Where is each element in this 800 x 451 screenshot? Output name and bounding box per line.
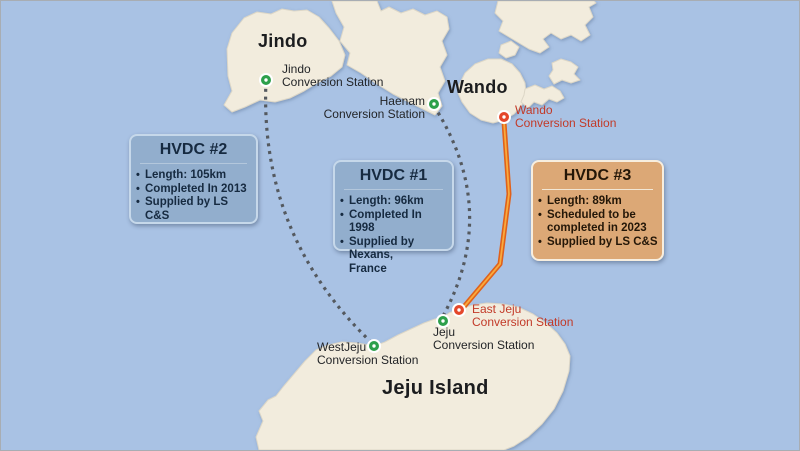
west-jeju-station-line2: Conversion Station — [317, 352, 419, 367]
west-jeju-station-marker — [367, 339, 381, 353]
hvdc1-bullet-length: Length: 96km — [340, 195, 449, 209]
jindo-island-label: Jindo — [258, 31, 308, 51]
hvdc2-bullet-length: Length: 105km — [136, 169, 253, 183]
east-jeju-station-line2: Conversion Station — [472, 314, 574, 329]
hvdc2-bullet-completed: Completed In 2013 — [136, 183, 253, 197]
hvdc2-bullet-supplier: Supplied by LS C&S — [136, 196, 253, 223]
hvdc3-title: HVDC #3 — [563, 167, 632, 184]
hvdc1-bullet-supplier: Supplied by Nexans, France — [340, 236, 449, 277]
hvdc1-title: HVDC #1 — [359, 167, 428, 184]
jeju-island-label: Jeju Island — [382, 377, 489, 399]
hvdc3-bullet-scheduled: Scheduled to be completed in 2023 — [538, 209, 659, 236]
islet-east-of-wando-1 — [548, 58, 581, 85]
jindo-station-marker — [259, 73, 273, 87]
jeju-station-line1: Jeju — [433, 325, 456, 339]
jeju-station-line2: Conversion Station — [433, 337, 535, 352]
hvdc1-bullet-completed: Completed In 1998 — [340, 209, 449, 236]
hvdc2-bullet-list: Length: 105km Completed In 2013 Supplied… — [136, 169, 253, 223]
islet-north-of-wando — [498, 40, 520, 59]
west-jeju-station-line1: WestJeju — [317, 340, 367, 354]
mainland-haenam-shape — [331, 1, 450, 116]
hvdc2-separator — [140, 163, 247, 164]
haenam-station-marker — [427, 97, 441, 111]
hvdc3-bullet-list: Length: 89km Scheduled to be completed i… — [538, 195, 659, 249]
jindo-station-label: Jindo Conversion Station — [282, 63, 383, 88]
haenam-station-label: Haenam Conversion Station — [298, 95, 425, 120]
hvdc1-info-box: HVDC #1 Length: 96km Completed In 1998 S… — [333, 160, 454, 275]
jindo-island-shape — [223, 8, 346, 113]
hvdc3-info-box: HVDC #3 Length: 89km Scheduled to be com… — [531, 160, 664, 261]
hvdc2-cable-route — [263, 80, 376, 347]
hvdc1-separator — [344, 189, 443, 190]
hvdc3-cable-route — [459, 119, 512, 312]
east-jeju-station-marker — [452, 303, 466, 317]
hvdc3-separator — [542, 189, 653, 190]
hvdc1-bullet-list: Length: 96km Completed In 1998 Supplied … — [340, 195, 449, 276]
hvdc2-info-box: HVDC #2 Length: 105km Completed In 2013 … — [129, 134, 258, 224]
wando-station-line1: Wando — [515, 103, 553, 117]
jeju-station-label: Jeju Conversion Station — [433, 326, 534, 351]
wando-station-label: Wando Conversion Station — [515, 104, 616, 129]
wando-station-line2: Conversion Station — [515, 115, 617, 130]
jeju-station-marker — [436, 314, 450, 328]
east-jeju-station-line1: East Jeju — [472, 302, 522, 316]
west-jeju-station-label: WestJeju Conversion Station — [317, 341, 418, 366]
hvdc2-title: HVDC #2 — [159, 141, 228, 158]
hvdc3-bullet-length: Length: 89km — [538, 195, 659, 209]
wando-station-marker — [497, 110, 511, 124]
hvdc3-bullet-supplier: Supplied by LS C&S — [538, 236, 659, 250]
islet-east-of-wando-2 — [520, 84, 565, 109]
east-jeju-station-label: East Jeju Conversion Station — [472, 303, 573, 328]
jindo-station-line1: Jindo — [282, 62, 311, 76]
jindo-station-line2: Conversion Station — [282, 74, 384, 89]
haenam-station-line1: Haenam — [379, 94, 425, 108]
mainland-northeast-shape — [494, 1, 597, 54]
wando-island-label: Wando — [447, 77, 508, 97]
haenam-station-line2: Conversion Station — [323, 106, 425, 121]
